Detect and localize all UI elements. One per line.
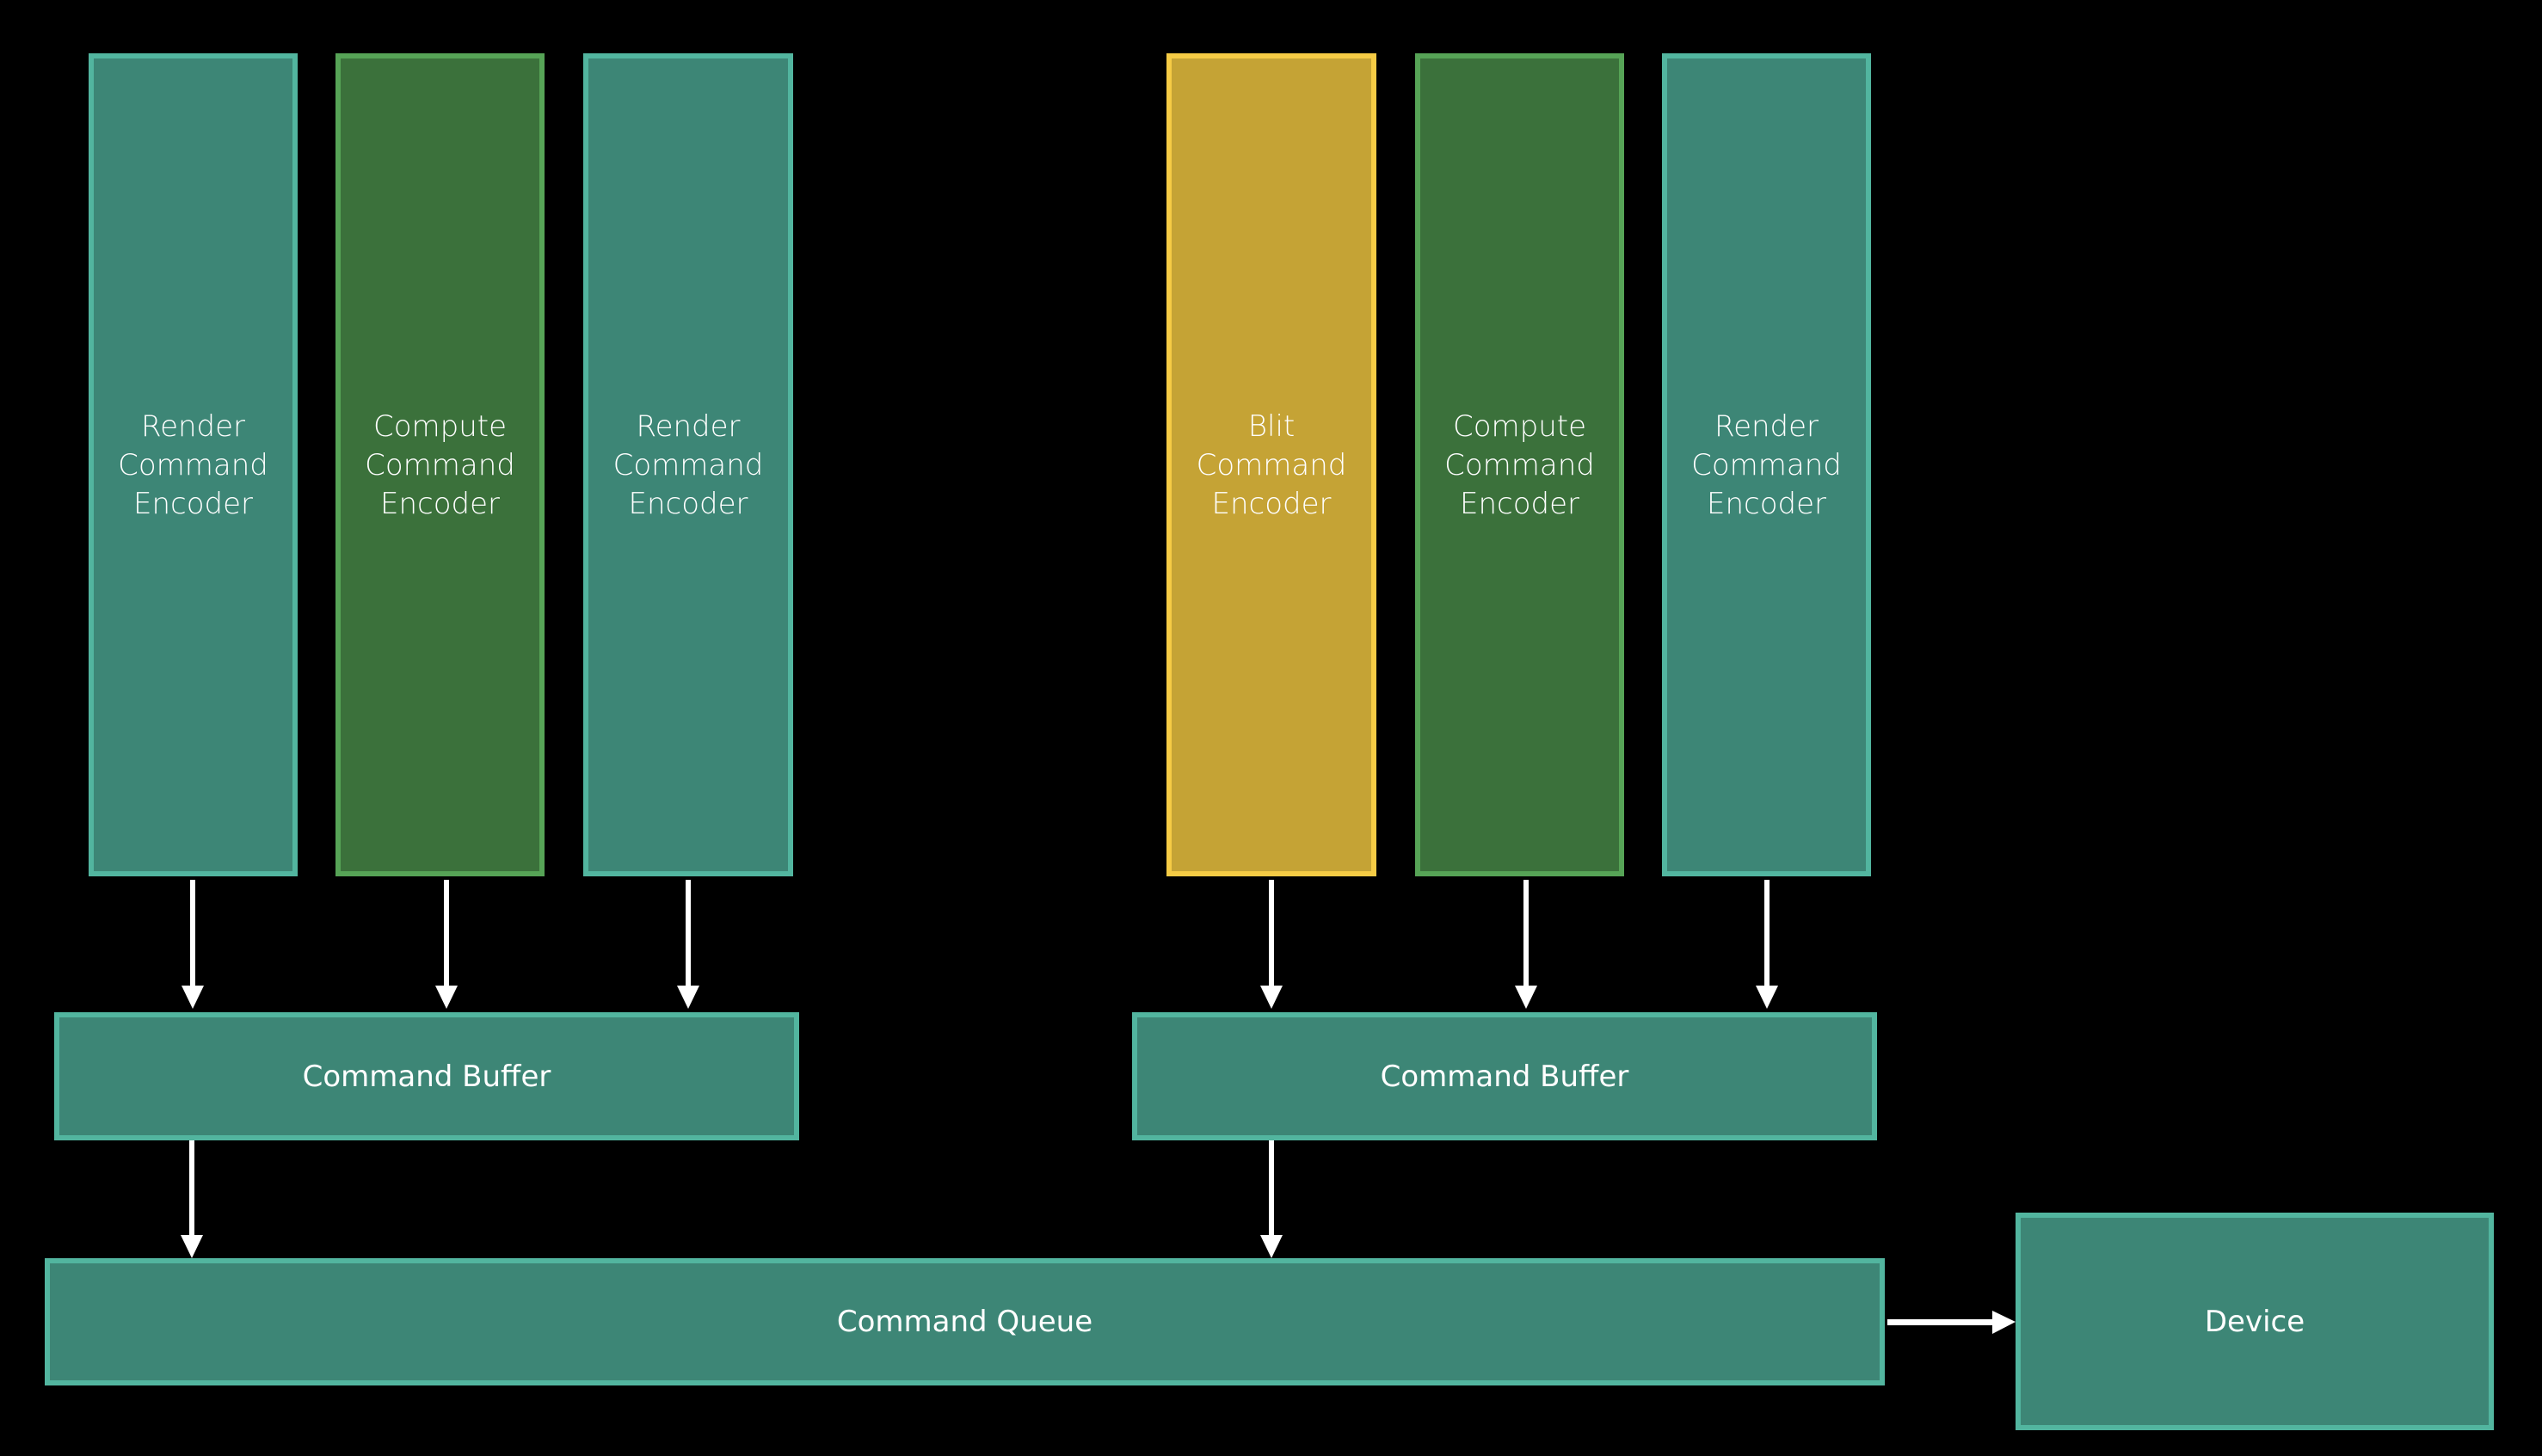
- arrow-encoder-6-to-buffer: [1756, 880, 1778, 1009]
- compute-command-encoder-2: Compute Command Encoder: [1415, 53, 1624, 876]
- command-buffer-2: Command Buffer: [1132, 1012, 1877, 1140]
- encoder-label: Blit Command Encoder: [1196, 409, 1347, 521]
- arrow-encoder-1-to-buffer: [182, 880, 204, 1009]
- render-command-encoder-1: Render Command Encoder: [89, 53, 298, 876]
- arrow-encoder-2-to-buffer: [435, 880, 458, 1009]
- encoder-label: Render Command Encoder: [118, 409, 268, 521]
- arrow-buffer-2-to-queue: [1260, 1140, 1283, 1258]
- arrow-encoder-5-to-buffer: [1515, 880, 1537, 1009]
- render-command-encoder-3: Render Command Encoder: [1662, 53, 1871, 876]
- command-buffer-label: Command Buffer: [302, 1059, 551, 1094]
- arrow-queue-to-device: [1887, 1311, 2016, 1334]
- arrow-encoder-3-to-buffer: [677, 880, 699, 1009]
- encoder-label: Compute Command Encoder: [1444, 409, 1595, 521]
- command-buffer-1: Command Buffer: [54, 1012, 799, 1140]
- command-buffer-label: Command Buffer: [1380, 1059, 1629, 1094]
- command-queue: Command Queue: [45, 1258, 1885, 1385]
- compute-command-encoder-1: Compute Command Encoder: [335, 53, 545, 876]
- arrow-encoder-4-to-buffer: [1260, 880, 1283, 1009]
- render-command-encoder-2: Render Command Encoder: [583, 53, 793, 876]
- arrow-buffer-1-to-queue: [181, 1140, 203, 1258]
- device-label: Device: [2204, 1304, 2305, 1339]
- command-queue-label: Command Queue: [836, 1305, 1093, 1339]
- encoder-label: Compute Command Encoder: [365, 409, 515, 521]
- device: Device: [2016, 1213, 2494, 1430]
- blit-command-encoder: Blit Command Encoder: [1166, 53, 1376, 876]
- encoder-label: Render Command Encoder: [1691, 409, 1842, 521]
- encoder-label: Render Command Encoder: [612, 409, 764, 521]
